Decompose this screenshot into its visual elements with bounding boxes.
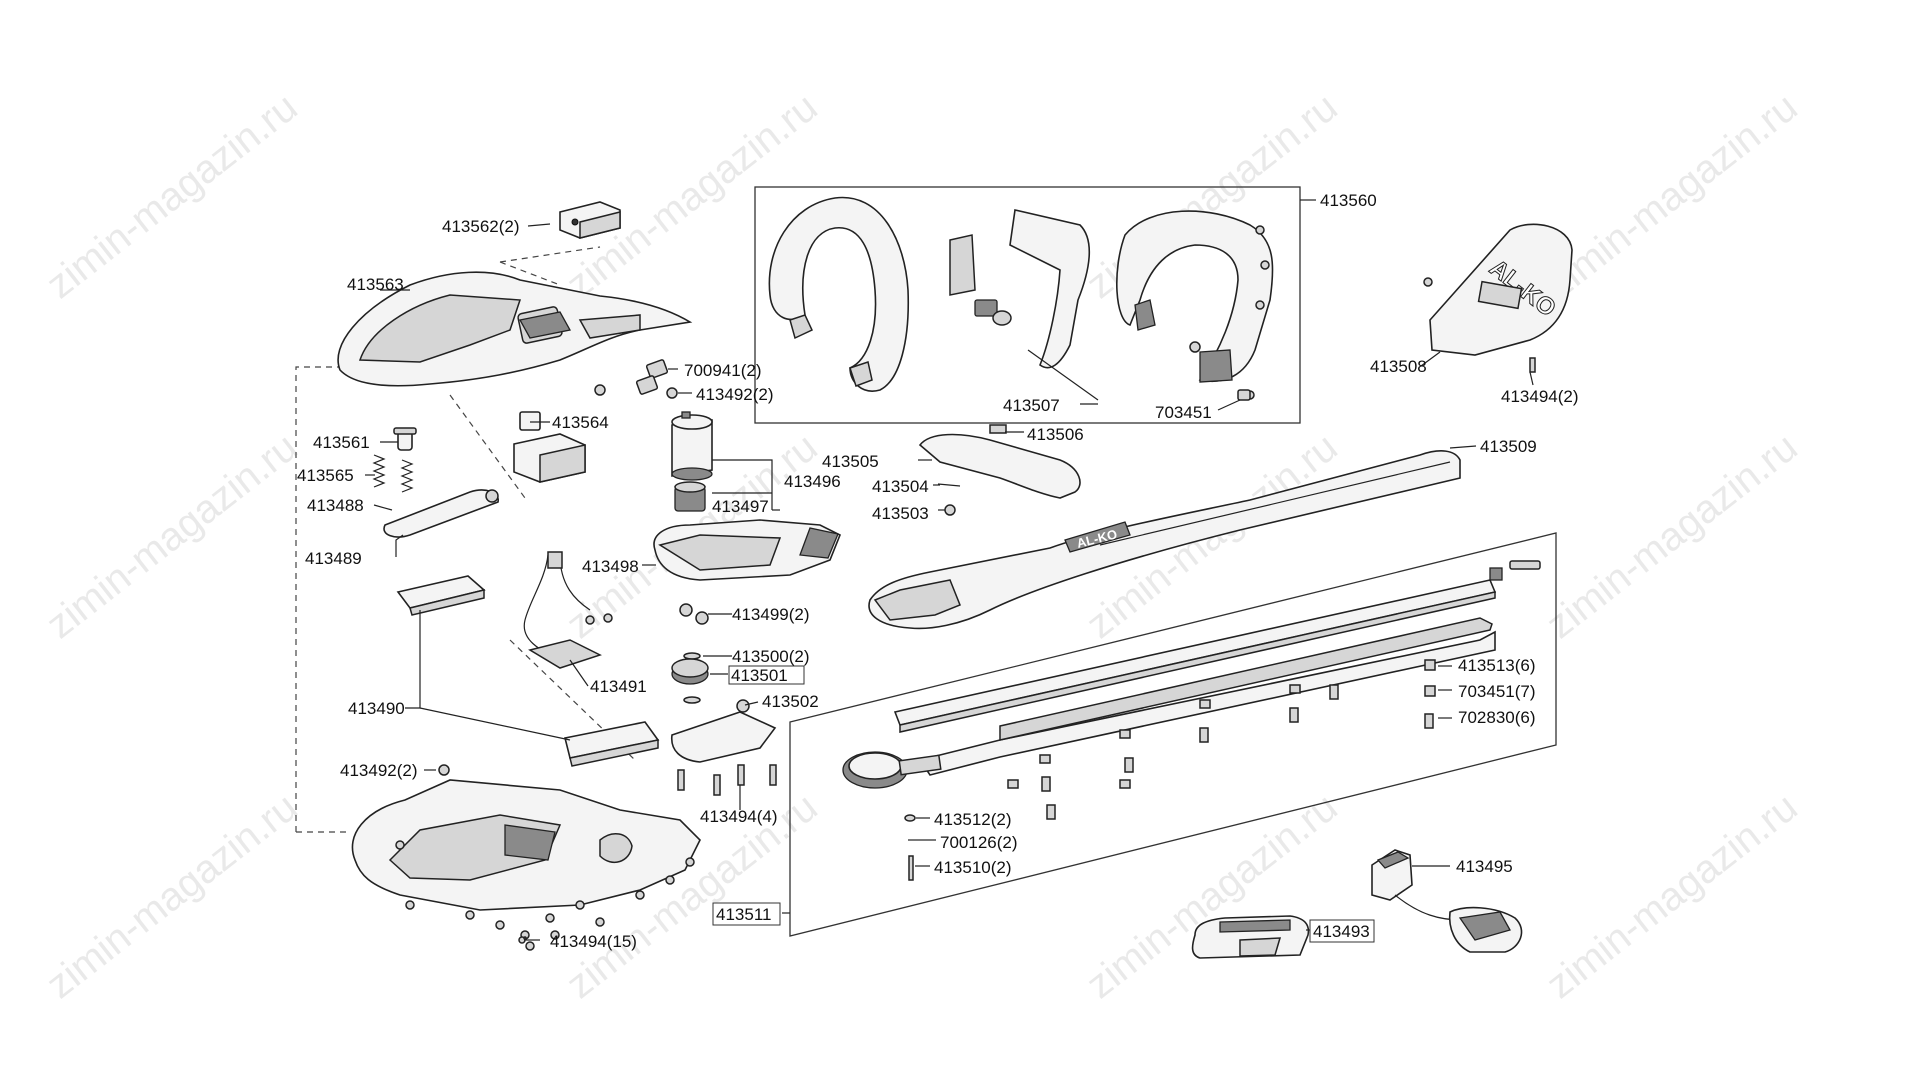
handle-bracket [949,209,1099,401]
lower-housing [351,764,701,911]
label-413508: 413508 [1370,357,1427,376]
blade-guard-413509: AL-KO [868,450,1461,630]
label-413501: 413501 [731,666,788,685]
svg-text:zimin-magazin.ru: zimin-magazin.ru [38,785,305,1007]
guide-line-top-a [499,246,601,263]
springs-413565 [372,454,414,493]
label-413506: 413506 [1027,425,1084,444]
handle-assembly-frame [754,186,1301,424]
label-413494-4: 413494(4) [700,807,778,826]
pins-413512-413510 [904,814,924,881]
screws-413499 [679,603,709,625]
screw-413504 [937,483,961,487]
label-413499: 413499(2) [732,605,810,624]
label-413510: 413510(2) [934,858,1012,877]
svg-text:zimin-magazin.ru: zimin-magazin.ru [38,85,305,307]
label-413492-b: 413492(2) [340,761,418,780]
svg-text:zimin-magazin.ru: zimin-magazin.ru [1538,785,1805,1007]
label-413500: 413500(2) [732,647,810,666]
rear-handle-shell [1116,210,1274,401]
label-413504: 413504 [872,477,929,496]
label-box-413493 [1309,919,1375,943]
button-413561 [393,427,417,451]
svg-text:zimin-magazin.ru: zimin-magazin.ru [1078,785,1345,1007]
charger-413495 [1371,849,1523,953]
front-bow-handle [768,196,910,392]
label-413505: 413505 [822,452,879,471]
battery-413493 [1191,915,1310,959]
label-413503: 413503 [872,504,929,523]
label-413512: 413512(2) [934,810,1012,829]
label-413507: 413507 [1003,396,1060,415]
screws-413494-4 [677,764,777,796]
screw-413494-2 [1529,357,1536,373]
label-413511: 413511 [716,905,771,924]
label-box-413501 [728,665,805,685]
part-labels: 413562(2) 413563 700941(2) 413492(2) 413… [297,191,1579,951]
label-413492-a: 413492(2) [696,385,774,404]
label-413502: 413502 [762,692,819,711]
cover-plate-413502 [671,699,777,763]
switch-413564 [513,411,586,483]
upper-housing-413563 [337,271,693,387]
label-413491: 413491 [590,677,647,696]
label-413495: 413495 [1456,857,1513,876]
nut-413503 [944,504,956,516]
label-700126: 700126(2) [940,833,1018,852]
blade-bar [893,560,1541,733]
label-413488: 413488 [307,496,364,515]
label-413489: 413489 [305,549,362,568]
label-413509: 413509 [1480,437,1537,456]
label-413494-15: 413494(15) [550,932,637,951]
svg-text:zimin-magazin.ru: zimin-magazin.ru [38,425,305,647]
label-413561: 413561 [313,433,370,452]
label-413494-2: 413494(2) [1501,387,1579,406]
label-413560: 413560 [1320,191,1377,210]
label-413497: 413497 [712,497,769,516]
screws-413494-15 [395,840,695,951]
svg-text:zimin-magazin.ru: zimin-magazin.ru [1538,85,1805,307]
leader-lines [365,199,1534,941]
micro-switch-413562 [559,201,621,239]
trigger-413490 [396,575,660,767]
pinion-413497 [674,481,706,512]
label-703451-b: 703451(7) [1458,682,1536,701]
fasteners-700941 [594,359,678,399]
label-413496: 413496 [784,472,841,491]
lever-413488 [383,489,499,538]
blade-assembly-frame [789,532,1557,937]
motor-413496 [671,411,713,481]
label-413493: 413493 [1313,922,1370,941]
label-413513: 413513(6) [1458,656,1536,675]
watermark-layer: zimin-magazin.ru zimin-magazin.ru zimin-… [38,85,1805,1007]
label-703451-a: 703451 [1155,403,1212,422]
label-413563: 413563 [347,275,404,294]
blade-guide-413505 [918,424,1081,499]
label-702830: 702830(6) [1458,708,1536,727]
label-413562: 413562(2) [442,217,520,236]
label-413490: 413490 [348,699,405,718]
blade-fasteners [1007,659,1436,820]
gear-wheel [842,751,942,789]
gear-413501 [671,658,709,685]
wiring-harness-413491 [523,551,613,669]
label-413565: 413565 [297,466,354,485]
battery-cover-413508: AL-KO [1423,223,1573,356]
svg-text:zimin-magazin.ru: zimin-magazin.ru [1538,425,1805,647]
gear-housing-413498 [653,519,842,581]
label-700941: 700941(2) [684,361,762,380]
label-box-413511 [712,902,781,926]
label-413498: 413498 [582,557,639,576]
label-413564: 413564 [552,413,609,432]
guide-line-left [295,366,340,832]
